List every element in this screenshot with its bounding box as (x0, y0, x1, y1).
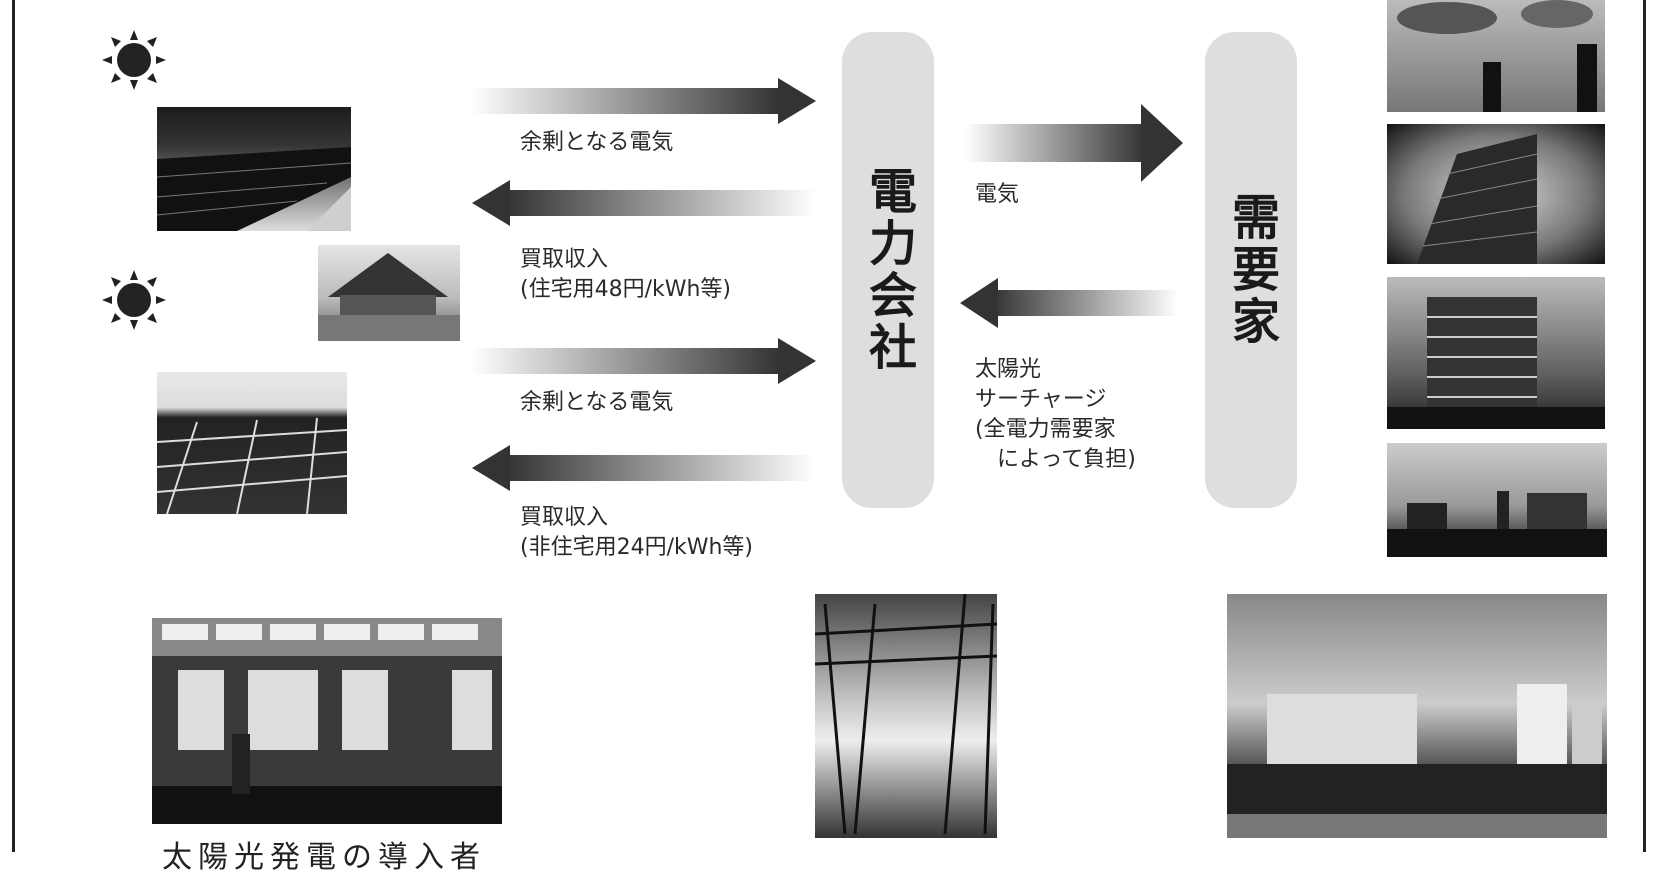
label-surplus-top: 余剰となる電気 (520, 130, 674, 155)
label-buyback-nonres: 買取収入 (非住宅用24円/kWh等) (520, 505, 754, 560)
arrow-surplus-top (470, 78, 816, 124)
factory-photo (1387, 443, 1607, 557)
utility-node: 電力会社 (842, 32, 934, 508)
label-surplus-bottom: 余剰となる電気 (520, 390, 674, 415)
solar-field-photo (157, 372, 347, 514)
label-buyback-home: 買取収入 (住宅用48円/kWh等) (520, 247, 732, 302)
utility-label: 電力会社 (860, 166, 916, 374)
consumers-node: 需要家 (1205, 32, 1297, 508)
power-plant-photo (1227, 594, 1607, 838)
arrow-electricity (965, 104, 1183, 182)
arrow-buyback-nonres (472, 445, 816, 491)
power-lines-photo (815, 594, 997, 838)
label-electricity: 電気 (975, 182, 1020, 207)
arrow-surplus-bottom (470, 338, 816, 384)
arrow-surcharge (960, 278, 1178, 328)
diagram-frame (12, 0, 1646, 852)
caption-solar-adopters: 太陽光発電の導入者 (162, 840, 486, 875)
smokestacks-photo (1387, 0, 1605, 112)
office-building-photo (1387, 277, 1605, 429)
skyscraper-photo (1387, 124, 1605, 264)
house-photo (318, 245, 460, 341)
label-surcharge: 太陽光 サーチャージ (全電力需要家 によって負担) (975, 357, 1136, 472)
sun-icon (100, 28, 168, 92)
school-building-photo (152, 604, 502, 824)
solar-panels-photo (157, 107, 351, 231)
consumers-label: 需要家 (1223, 192, 1279, 348)
arrow-buyback-home (472, 180, 816, 226)
sun-icon (100, 268, 168, 332)
